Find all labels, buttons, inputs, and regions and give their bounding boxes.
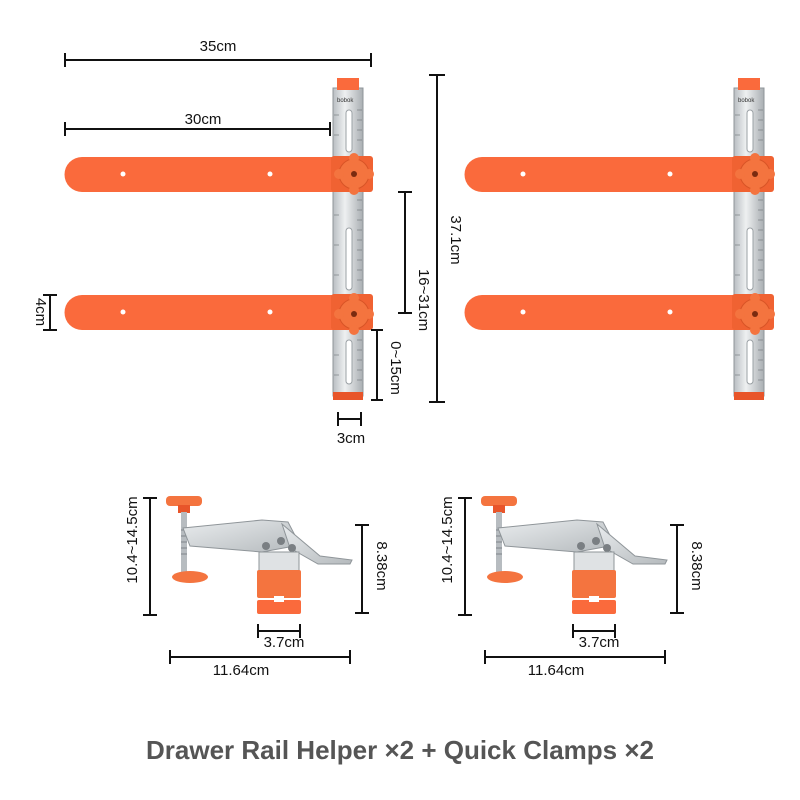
ruler-top-cap [337,78,359,90]
star-knob-icon [735,153,775,195]
clamp-foot-pad [172,571,208,583]
ruler-ticks [735,109,763,381]
ruler-ticks [334,109,362,381]
star-knob-icon [334,293,374,335]
rivet [592,537,600,545]
star-knob-icon [735,293,775,335]
support-arm-lower [64,295,335,330]
ruler-slot [345,339,353,385]
clamp-right-body-height: 8.38cm [688,541,705,590]
clamp-jaw-slot [589,596,599,602]
dim-arm-length: 30cm [185,111,222,128]
clamp-jaw [257,570,301,598]
arm-hole [520,309,526,315]
rivet [262,542,270,550]
clamp-foot-pad [487,571,523,583]
support-arm-upper [464,157,736,192]
threaded-rod [496,512,502,574]
clamp-body [573,551,615,573]
rivet [277,537,285,545]
clamp-right-open-height: 10.4~14.5cm [439,496,456,583]
dim-arm-spacing: 16~31cm [415,269,432,331]
ruler-brand: bobok [337,98,354,104]
clamp-jaw-foot [257,600,301,614]
rail-helper-right: bobok [464,78,775,400]
quick-clamp-right [481,496,668,614]
dim-overall-width: 35cm [200,38,237,55]
clamp-jaw [572,570,616,598]
clamp-body [258,551,300,573]
arm-hole [120,309,126,315]
clamp-knob-icon [481,496,517,506]
ruler-top-cap [738,78,760,90]
ruler-slot [746,227,754,291]
arm-hole [667,309,673,315]
clamp-jaw-foot [572,600,616,614]
ruler-slot [345,109,353,153]
arm-hole [267,309,273,315]
dim-height: 37.1cm [447,215,464,264]
rail-helper-left: bobok [64,78,374,400]
clamp-left-jaw-width: 3.7cm [264,634,305,651]
ruler-slot [345,227,353,291]
star-knob-icon [334,153,374,195]
clamp-jaw-slot [274,596,284,602]
ruler-slot [746,109,754,153]
rail-dimension-lines [43,53,445,426]
dim-bottom-offset: 0~15cm [387,341,404,395]
rivet [577,542,585,550]
threaded-rod [181,512,187,574]
clamp-knob-stem [493,505,505,513]
clamp-right-jaw-width: 3.7cm [579,634,620,651]
arm-hole [267,171,273,177]
clamp-dimension-lines [143,497,684,664]
clamp-right-length: 11.64cm [528,662,584,679]
arm-hole [667,171,673,177]
support-arm-lower [464,295,736,330]
ruler-bottom-cap [333,392,363,400]
clamp-left-open-height: 10.4~14.5cm [124,496,141,583]
ruler-brand: bobok [738,98,755,104]
arm-hole [520,171,526,177]
clamp-left-body-height: 8.38cm [373,541,390,590]
rivet [288,544,296,552]
quick-clamp-left [166,496,353,614]
rivet [603,544,611,552]
dim-arm-width: 4cm [32,298,49,326]
dim-rail-width: 3cm [337,430,365,447]
clamp-left-length: 11.64cm [213,662,269,679]
ruler-slot [746,339,754,385]
ruler-bottom-cap [734,392,764,400]
product-caption: Drawer Rail Helper ×2 + Quick Clamps ×2 [146,735,654,765]
arm-hole [120,171,126,177]
clamp-knob-stem [178,505,190,513]
clamp-knob-icon [166,496,202,506]
support-arm-upper [64,157,335,192]
